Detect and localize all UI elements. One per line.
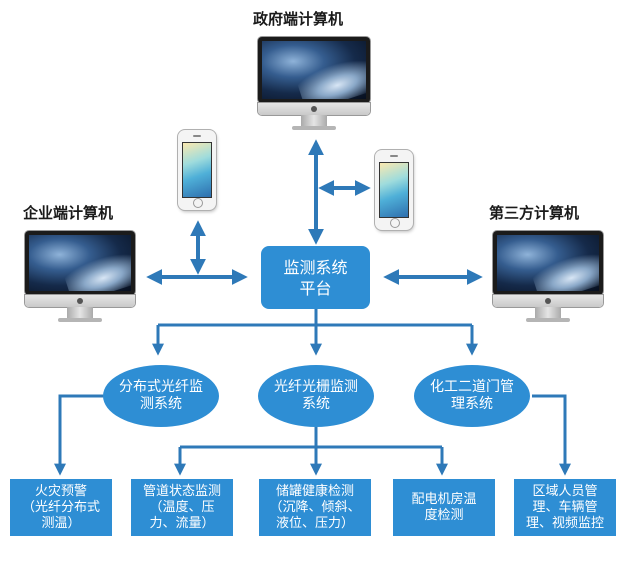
leaf-label-line: 火灾预警: [34, 483, 87, 499]
leaf-label-line: （光纤分布式: [21, 499, 100, 515]
platform-label-line1: 监测系统: [283, 257, 348, 277]
leaf-node-fire-warning: 火灾预警 （光纤分布式 测温）: [10, 479, 112, 536]
leaf-label-line: 储罐健康检测: [275, 483, 354, 499]
subsystem-node-distributed-fiber: 分布式光纤监 测系统: [103, 365, 219, 427]
leaf-node-tank-health: 储罐健康检测 （沉降、倾斜、 液位、压力）: [259, 479, 371, 536]
leaf-label-line: 区域人员管: [532, 483, 598, 499]
leaf-label-line: 力、流量）: [149, 515, 215, 531]
leaf-node-area-personnel: 区域人员管 理、车辆管 理、视频监控: [514, 479, 616, 536]
monitoring-platform-node: 监测系统 平台: [261, 246, 370, 309]
arrow-to-leaf-area: [532, 394, 571, 476]
leaf-label-line: （温度、压: [149, 499, 215, 515]
subsystem-node-gate-management: 化工二道门管 理系统: [414, 365, 530, 427]
leaf-label-line: 液位、压力）: [275, 515, 354, 531]
leaf-label-line: 理、视频监控: [525, 515, 604, 531]
subsystem-label-line1: 化工二道门管: [430, 379, 514, 395]
leaf-node-pipeline-status: 管道状态监测 （温度、压 力、流量）: [131, 479, 233, 536]
desktop-computer-icon: [258, 37, 370, 130]
third-party-computer-title: 第三方计算机: [489, 204, 580, 222]
subsystem-label-line2: 系统: [302, 396, 330, 412]
subsystem-label-line2: 理系统: [451, 396, 493, 412]
subsystem-label-line1: 分布式光纤监: [119, 379, 203, 395]
smartphone-icon: [375, 150, 413, 230]
leaf-label-line: （沉降、倾斜、: [269, 499, 361, 515]
subsystem-node-fiber-grating: 光纤光栅监测 系统: [258, 365, 374, 427]
leaf-label-line: 管道状态监测: [142, 483, 221, 499]
leaf-label-line: 理、车辆管: [532, 499, 598, 515]
leaf-label-line: 测温）: [41, 515, 81, 531]
leaf-label-line: 度检测: [424, 507, 464, 523]
leaf-label-line: 配电机房温: [411, 491, 477, 507]
government-computer-title: 政府端计算机: [253, 10, 344, 28]
arrow-to-leaf-fire: [54, 394, 106, 476]
platform-label-line2: 平台: [299, 278, 332, 298]
enterprise-computer-title: 企业端计算机: [23, 204, 114, 222]
desktop-computer-icon: [493, 231, 603, 322]
subsystem-label-line1: 光纤光栅监测: [274, 379, 358, 395]
leaf-node-power-room-temperature: 配电机房温 度检测: [393, 479, 495, 536]
subsystem-label-line2: 测系统: [140, 396, 182, 412]
smartphone-icon: [178, 130, 216, 210]
desktop-computer-icon: [25, 231, 135, 322]
